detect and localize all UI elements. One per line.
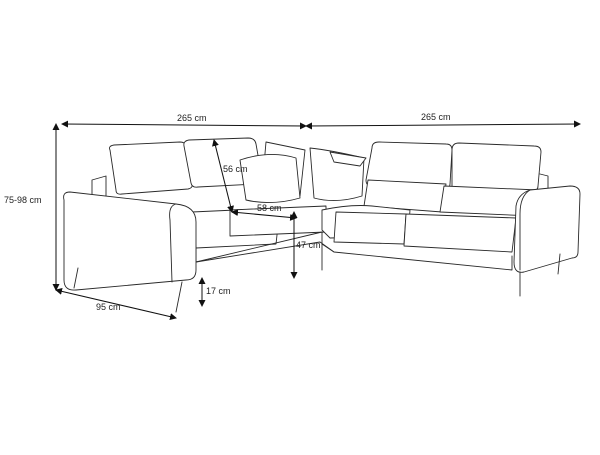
label-width-right: 265 cm [421,112,451,122]
label-backrest-height: 56 cm [223,164,248,174]
dim-line-depth [55,287,177,321]
leg-front-left [73,267,79,289]
dim-line-width-left [61,120,307,130]
right-armrest-inner [519,189,531,271]
label-width-left: 265 cm [177,113,207,123]
base-bottom-line [195,241,335,263]
left-armrest-inner [169,203,177,283]
label-seat-depth: 58 cm [257,203,282,213]
right-seat-cushion-2 [403,213,517,253]
right-back-cushion-2 [451,142,542,192]
left-armrest [63,191,197,291]
dim-line-backrest [212,139,234,213]
label-height-total: 75-98 cm [4,195,42,205]
throw-pillow-left-front [239,154,301,203]
right-seat-cushion-1 [333,211,407,245]
dim-line-seat-depth [231,209,297,221]
throw-pillow-corner-back [329,151,367,167]
leg-right-back [557,253,561,275]
leg-left-arm [175,281,183,313]
left-back-cushion-1 [109,141,193,195]
label-leg-height: 17 cm [206,286,231,296]
label-depth: 95 cm [96,302,121,312]
dim-line-width-right [305,120,581,130]
corner-sofa-drawing [63,137,581,313]
label-seat-height: 47 cm [296,240,321,250]
right-armrest [513,185,581,273]
